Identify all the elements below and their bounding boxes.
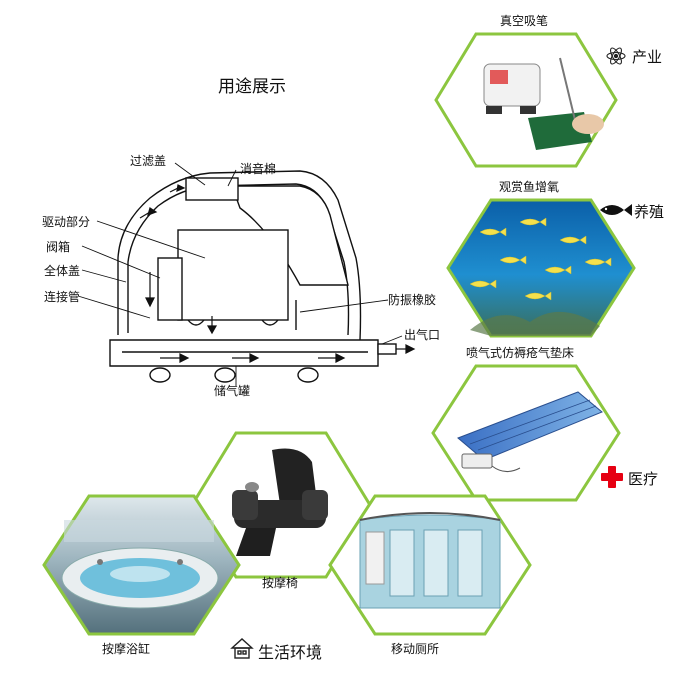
label-connect-pipe: 连接管 [44, 290, 81, 304]
label-massage-chair: 按摩椅 [262, 576, 299, 590]
outlet-nozzle [377, 343, 397, 355]
label-massage-bathtub: 按摩浴缸 [102, 642, 151, 656]
air-tank-body [109, 339, 379, 367]
rubber-mount-left [187, 319, 205, 326]
label-mobile-toilet: 移动厕所 [391, 642, 440, 656]
hex-air-mattress [431, 364, 621, 502]
category-medical-label: 医疗 [628, 470, 659, 488]
label-vacuum-pen: 真空吸笔 [500, 14, 549, 28]
label-muffler: 消音棉 [240, 162, 277, 176]
label-aquarium-oxygen: 观赏鱼增氧 [499, 180, 560, 194]
category-living: 生活环境 [258, 639, 322, 663]
foot-right [297, 367, 319, 383]
label-anti-vibration-rubber: 防振橡胶 [388, 293, 437, 307]
valve-block [157, 257, 183, 321]
hex-massage-chair [190, 431, 372, 579]
pump-cover-overlay [231, 185, 349, 286]
foot-left [149, 367, 171, 383]
label-air-outlet: 出气口 [404, 328, 441, 342]
category-breeding: 养殖 [634, 201, 664, 222]
pump-cross-section [109, 170, 397, 383]
label-air-mattress: 喷气式仿褥疮气垫床 [466, 346, 575, 360]
atom-icon [606, 47, 626, 65]
medical-cross-icon [601, 466, 623, 488]
hex-mobile-toilet [328, 494, 532, 636]
category-industry: 产业 [632, 46, 662, 67]
leader-lines [77, 162, 403, 386]
label-air-tank: 储气罐 [214, 384, 251, 398]
rubber-mount-right [261, 319, 279, 326]
drive-block [177, 229, 289, 321]
foot-center [214, 367, 236, 383]
house-icon [230, 638, 254, 659]
label-filter-cover: 过滤盖 [130, 154, 167, 168]
category-breeding-label: 养殖 [634, 203, 665, 221]
label-drive-part: 驱动部分 [42, 215, 91, 229]
category-medical: 医疗 [628, 468, 658, 489]
category-industry-label: 产业 [632, 48, 663, 66]
diagram-title: 用途展示 [218, 77, 286, 97]
hex-aquarium [446, 198, 636, 338]
pump-outer-shell [117, 170, 362, 341]
filter-cap [185, 177, 239, 201]
label-valve-box: 阀箱 [46, 240, 71, 254]
hex-massage-bathtub [42, 494, 241, 636]
label-whole-cover: 全体盖 [44, 264, 81, 278]
category-living-label: 生活环境 [258, 643, 323, 662]
airflow-arrows [139, 184, 416, 363]
hex-vacuum-pen [434, 32, 618, 168]
fish-icon [600, 204, 632, 216]
